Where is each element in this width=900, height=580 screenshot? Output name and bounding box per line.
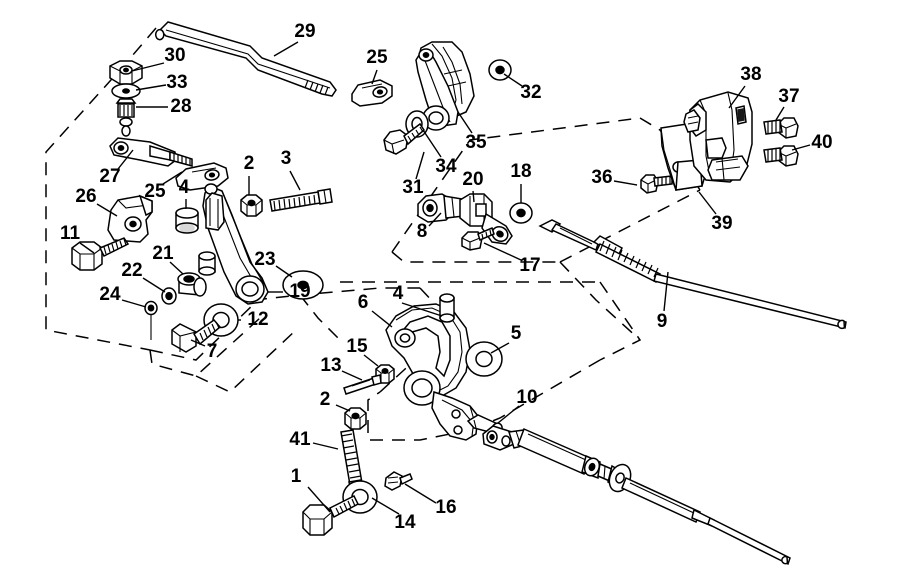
callout-24: 24: [99, 284, 121, 305]
callout-36: 36: [591, 167, 612, 188]
part-2-hex-nut-upper: [240, 194, 263, 217]
part-2-hex-nut-lower: [344, 407, 367, 430]
callout-31: 31: [402, 177, 424, 198]
callout-40: 40: [811, 132, 832, 153]
part-28-stud-bolt: [115, 98, 137, 137]
callout-13: 13: [320, 355, 341, 376]
callout-22: 22: [121, 260, 142, 281]
part-17-set-screw: [461, 226, 495, 251]
lower-center-boundary-seg-a: [299, 294, 341, 341]
mid-right-boundary-lower: [391, 251, 560, 263]
callout-8: 8: [417, 221, 428, 242]
callout-leader-lines: [79, 41, 811, 515]
callout-32: 32: [520, 82, 541, 103]
part-35-throttle-cam-arm: [415, 41, 475, 131]
callout-37: 37: [778, 86, 799, 107]
part-38-cable-anchor-bracket: [683, 91, 753, 183]
part-4-bushing-mid: [198, 251, 216, 276]
callout-9: 9: [657, 311, 668, 332]
part-29-throttle-link-rod: [155, 21, 337, 97]
callout-34: 34: [435, 156, 457, 177]
upper-left-linkage-boundary: [45, 27, 157, 351]
callout-35: 35: [465, 132, 487, 153]
callout-30: 30: [164, 45, 185, 66]
part-22-small-washer: [161, 287, 177, 305]
callout-3: 3: [281, 148, 292, 169]
mid-left-boundary-lower: [149, 317, 261, 377]
callout-4b: 4: [393, 283, 404, 304]
part-11-hex-bolt: [71, 237, 130, 271]
callout-11: 11: [60, 223, 81, 244]
upper-left-boundary-right: [149, 299, 259, 361]
callout-27: 27: [99, 166, 120, 187]
callout-15: 15: [346, 336, 368, 357]
callout-6: 6: [358, 292, 369, 313]
lower-center-boundary-left: [367, 391, 471, 441]
lower-center-boundary-right: [599, 281, 642, 361]
callout-2a: 2: [244, 153, 255, 174]
callout-41: 41: [289, 429, 311, 450]
part-9-shift-cable-rod: [538, 219, 847, 330]
part-25-ball-socket-end-left: [175, 162, 229, 191]
part-24-retainer-ring: [144, 300, 158, 340]
callout-10: 10: [516, 387, 537, 408]
callout-25a: 25: [366, 47, 388, 68]
callout-18: 18: [510, 161, 531, 182]
mid-right-boundary-diag: [559, 189, 701, 263]
part-40-hex-screw-lower: [763, 145, 799, 167]
part-30-lock-nut-hex: [109, 60, 143, 85]
lower-shift-cable-assembly: [482, 425, 791, 566]
callout-7: 7: [207, 341, 218, 362]
callout-2b: 2: [320, 389, 331, 410]
part-4-bushing-bracket: [439, 293, 455, 323]
part-23-large-washer: [282, 270, 324, 300]
part-33-flat-washer-thin: [111, 83, 141, 99]
part-1-hex-head-screw: [302, 494, 359, 536]
callout-29: 29: [294, 21, 315, 42]
part-4-bushing-left: [175, 207, 199, 234]
part-27-adjustable-link-end: [109, 137, 193, 167]
part-3-threaded-stud: [269, 188, 333, 212]
callout-23: 23: [254, 249, 275, 270]
callout-numbers: 1 2 2 3 4 4 5 6 7 8 9 10 11 12 13 14 15 …: [60, 21, 833, 533]
lower-right-boundary-diag: [559, 261, 641, 341]
part-19-bell-crank-lever: [202, 183, 269, 305]
callout-5: 5: [511, 323, 522, 344]
callout-33: 33: [166, 72, 187, 93]
part-18-washer: [509, 202, 533, 224]
callout-20: 20: [462, 169, 483, 190]
part-25-ball-socket-end-upper: [351, 79, 393, 107]
callout-12: 12: [247, 309, 268, 330]
callout-17: 17: [519, 255, 540, 276]
callout-25b: 25: [144, 181, 166, 202]
callout-26: 26: [75, 186, 96, 207]
lower-center-boundary-top: [253, 287, 420, 301]
part-26-anchor-block: [107, 194, 153, 243]
part-31-pivot-bolt: [383, 122, 425, 155]
callout-38: 38: [740, 64, 761, 85]
mid-left-boundary-diag2: [195, 329, 297, 393]
part-5-flat-washer: [465, 341, 503, 377]
callout-4a: 4: [179, 177, 190, 198]
callout-16: 16: [435, 497, 456, 518]
part-13-cotter-pin: [343, 374, 382, 395]
part-37-hex-screw-upper: [763, 117, 799, 139]
callout-19: 19: [289, 281, 310, 302]
part-6-cam-follower-bracket: [385, 303, 479, 441]
callout-39: 39: [711, 213, 732, 234]
callout-28: 28: [170, 96, 191, 117]
callout-21: 21: [152, 243, 174, 264]
part-36-mounting-screw: [640, 174, 673, 194]
part-16-retaining-clip: [384, 471, 413, 491]
part-8-link-rod-end: [417, 193, 465, 223]
callout-14: 14: [394, 512, 416, 533]
part-7-shoulder-bolt: [171, 318, 222, 353]
callout-1: 1: [291, 466, 302, 487]
part-21-spacer-bushing: [177, 272, 207, 297]
